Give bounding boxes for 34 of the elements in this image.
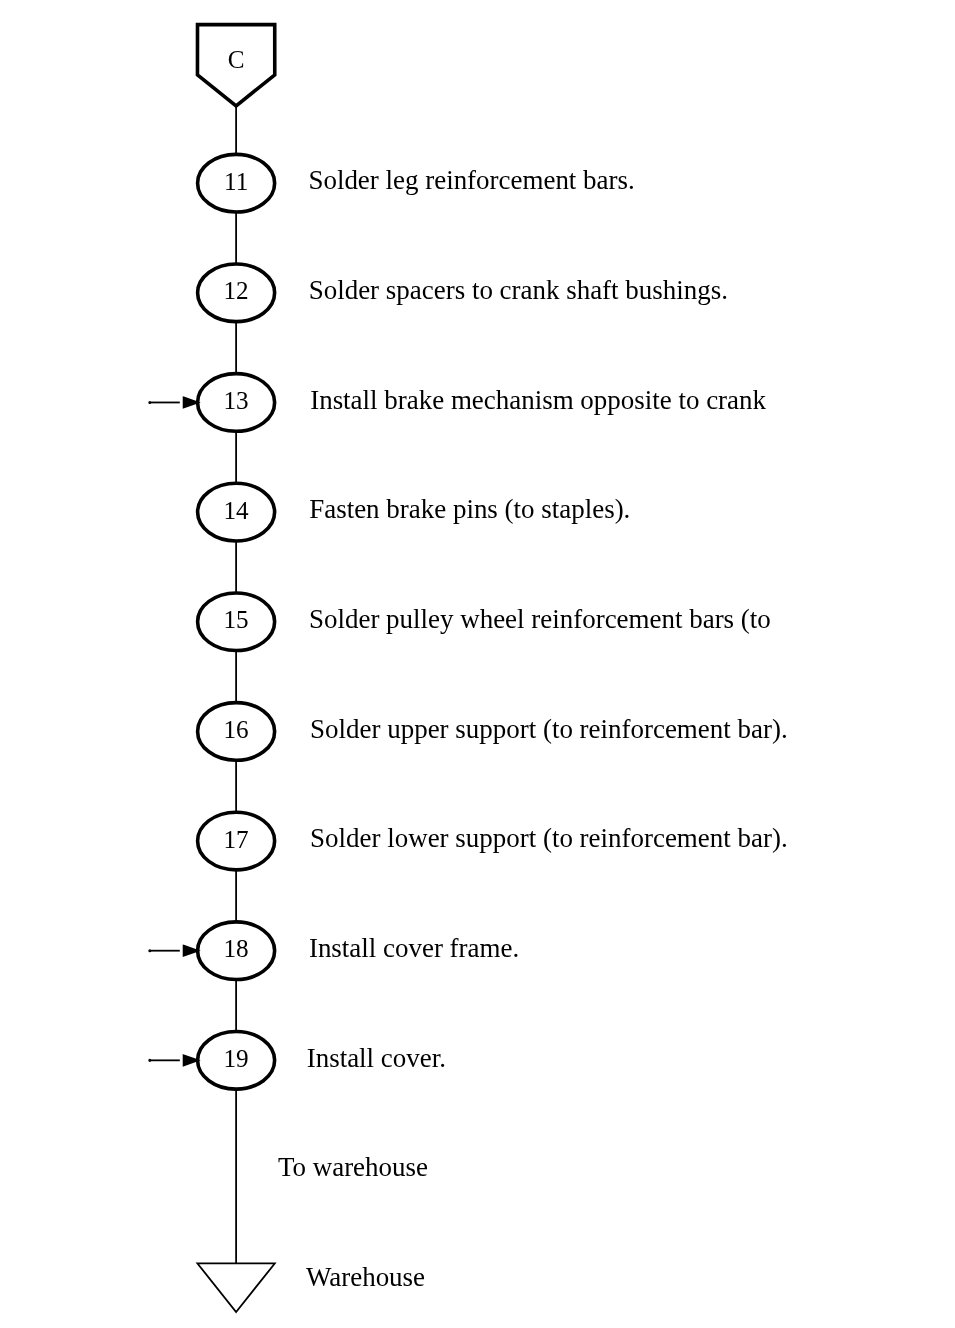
node-label: Fasten brake pins (to staples). (308, 494, 630, 525)
connector (234, 869, 237, 922)
node-label: Solder lower support (to reinforcement bar). (309, 823, 788, 854)
connector (234, 760, 237, 813)
node-ellipse: 13 (195, 371, 276, 434)
connector (234, 540, 237, 593)
connector (234, 650, 237, 703)
node-ellipse: 16 (195, 700, 276, 762)
label: To warehouse (277, 1152, 428, 1183)
arrow (149, 1054, 201, 1067)
node-label: Install cover frame. (308, 932, 519, 963)
connector (234, 979, 237, 1032)
node-ellipse: 11 (195, 152, 276, 214)
node-label: Solder leg reinforcement bars. (307, 165, 635, 196)
node-ellipse: 14 (195, 481, 276, 543)
connector (234, 321, 237, 374)
node-label: Solder upper support (to reinforcement bar). (309, 713, 788, 744)
connector (234, 431, 237, 484)
node-ellipse: 15 (195, 591, 276, 653)
connector (234, 211, 237, 264)
arrow (149, 944, 201, 957)
node-label: Solder spacers to crank shaft bushings. (308, 275, 728, 306)
connector (234, 1089, 237, 1264)
arrow (149, 396, 201, 409)
node-ellipse: 12 (195, 262, 276, 324)
node-ellipse: 17 (195, 810, 276, 872)
node-label: Warehouse (305, 1261, 425, 1292)
node-ellipse: 18 (195, 920, 276, 982)
node-label: Install cover. (306, 1042, 446, 1073)
node-ellipse: 19 (195, 1029, 276, 1091)
connector (234, 105, 237, 155)
node-label: Install brake mechanism opposite to crank (309, 384, 766, 415)
node-triangle (195, 1262, 277, 1314)
node-label: Solder pulley wheel reinforcement bars (to (308, 604, 771, 635)
